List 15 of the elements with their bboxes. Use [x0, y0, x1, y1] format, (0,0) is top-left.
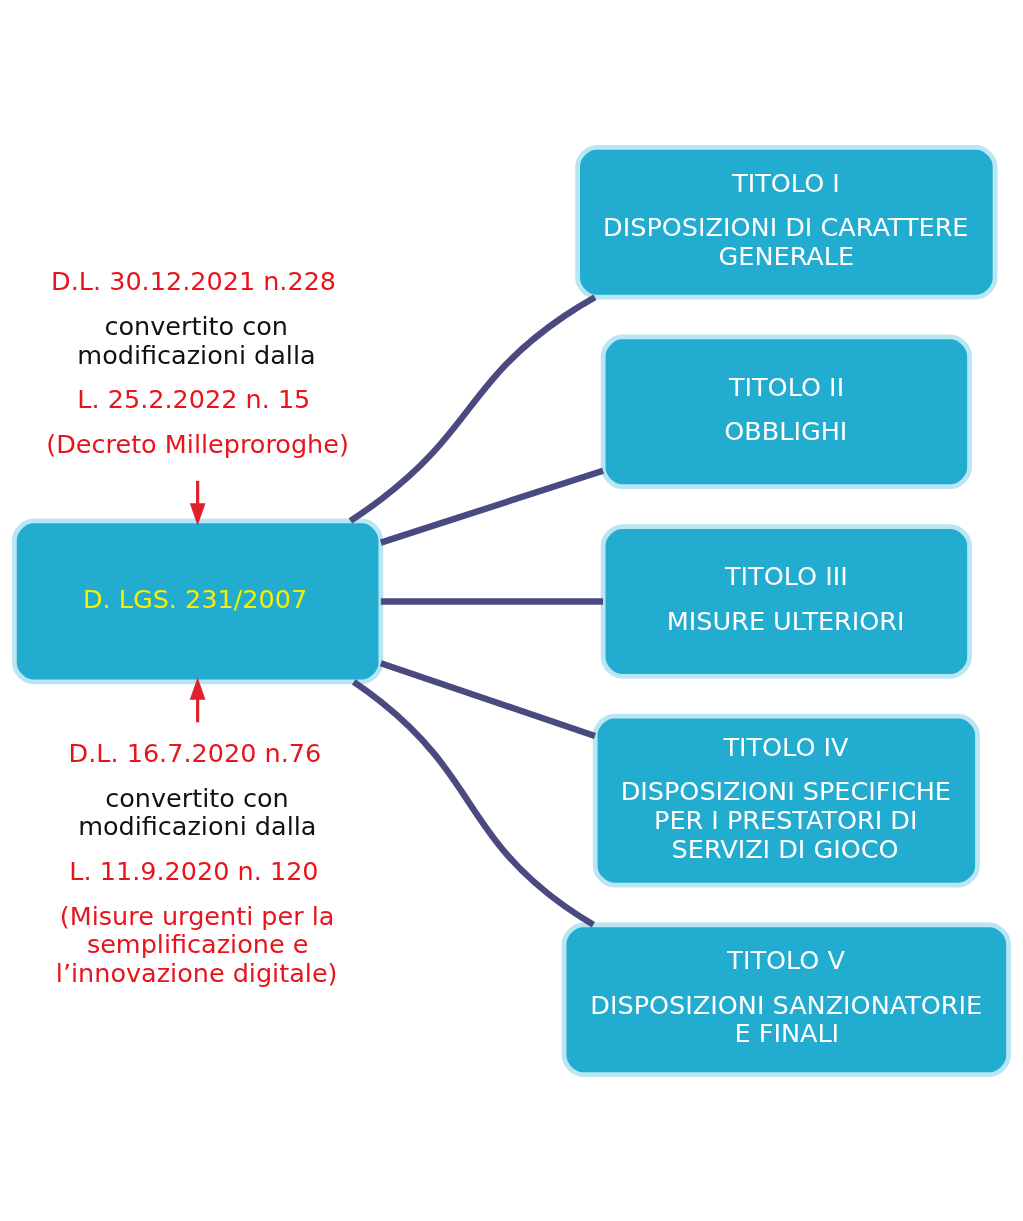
- arrow: [189, 480, 206, 526]
- connector: [380, 597, 604, 605]
- node-box: D. LGS. 231/2007: [12, 518, 384, 684]
- node-box: TITOLO IV DISPOSIZIONI SPECIFICHE PER I PRESTATORI DI SERVIZI DI GIOCO: [592, 713, 980, 887]
- node-box: TITOLO III MISURE ULTERIORI: [600, 523, 972, 679]
- connector: [351, 678, 596, 927]
- node-text: D.L. 16.7.2020 n.76 convertito con modificazioni dalla L. 11.9.2020 n. 120 (Misure urgenti per la semplificazione e l’innovazione digitale): [55, 737, 338, 988]
- node-text: D.L. 30.12.2021 n.228 convertito con modificazioni dalla L. 25.2.2022 n. 15 (Decreto Milleproroghe): [46, 265, 349, 459]
- connector: [348, 294, 597, 523]
- connector: [379, 467, 605, 546]
- node-box: TITOLO II OBBLIGHI: [600, 334, 972, 489]
- node-box: TITOLO I DISPOSIZIONI DI CARATTERE GENERALE: [575, 144, 998, 300]
- connector: [379, 659, 596, 739]
- arrow: [189, 676, 206, 722]
- node-box: TITOLO V DISPOSIZIONI SANZIONATORIE E FINALI: [561, 921, 1011, 1077]
